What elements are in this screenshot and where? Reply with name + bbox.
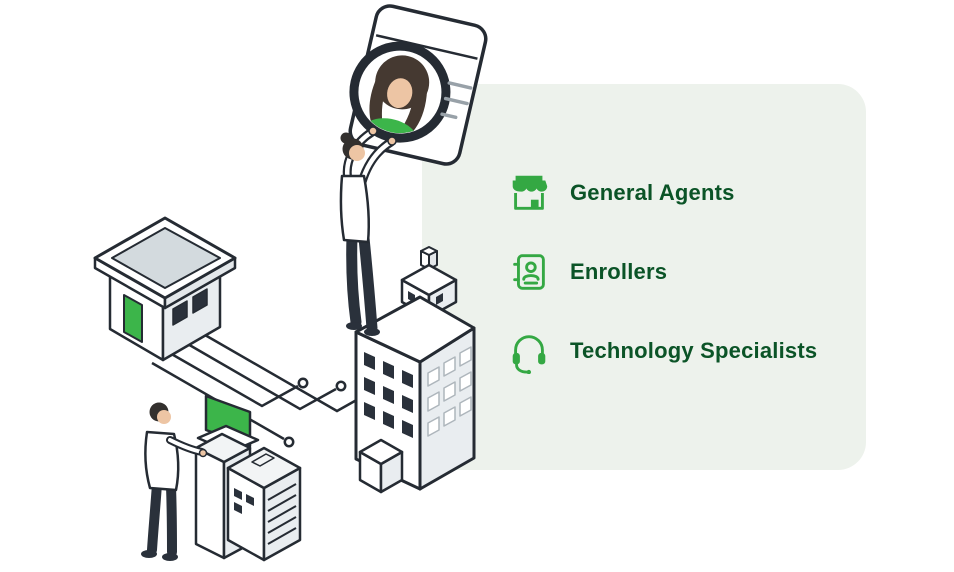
storefront-icon xyxy=(512,175,548,210)
feature-row-enrollers: Enrollers xyxy=(506,249,817,295)
headset-icon xyxy=(512,335,546,374)
feature-panel: General Agents Enrollers xyxy=(422,84,866,470)
server-rack-illustration xyxy=(226,446,302,562)
contact-card-icon xyxy=(513,254,545,290)
man-illustration xyxy=(141,402,208,561)
circuit-lines-illustration xyxy=(151,333,380,448)
kiosk-illustration xyxy=(194,432,252,560)
man-at-kiosk-illustration xyxy=(141,394,260,561)
laptop-illustration xyxy=(196,394,260,454)
feature-label-general-agents: General Agents xyxy=(570,180,735,205)
feature-row-technology-specialists: Technology Specialists xyxy=(506,328,817,374)
feature-row-general-agents: General Agents xyxy=(506,170,817,216)
feature-label-enrollers: Enrollers xyxy=(570,259,668,284)
woman-reaching-illustration xyxy=(339,126,397,336)
feature-label-technology-specialists: Technology Specialists xyxy=(570,338,818,363)
feature-list: General Agents Enrollers xyxy=(506,170,817,407)
storefront-building-illustration xyxy=(93,216,237,362)
